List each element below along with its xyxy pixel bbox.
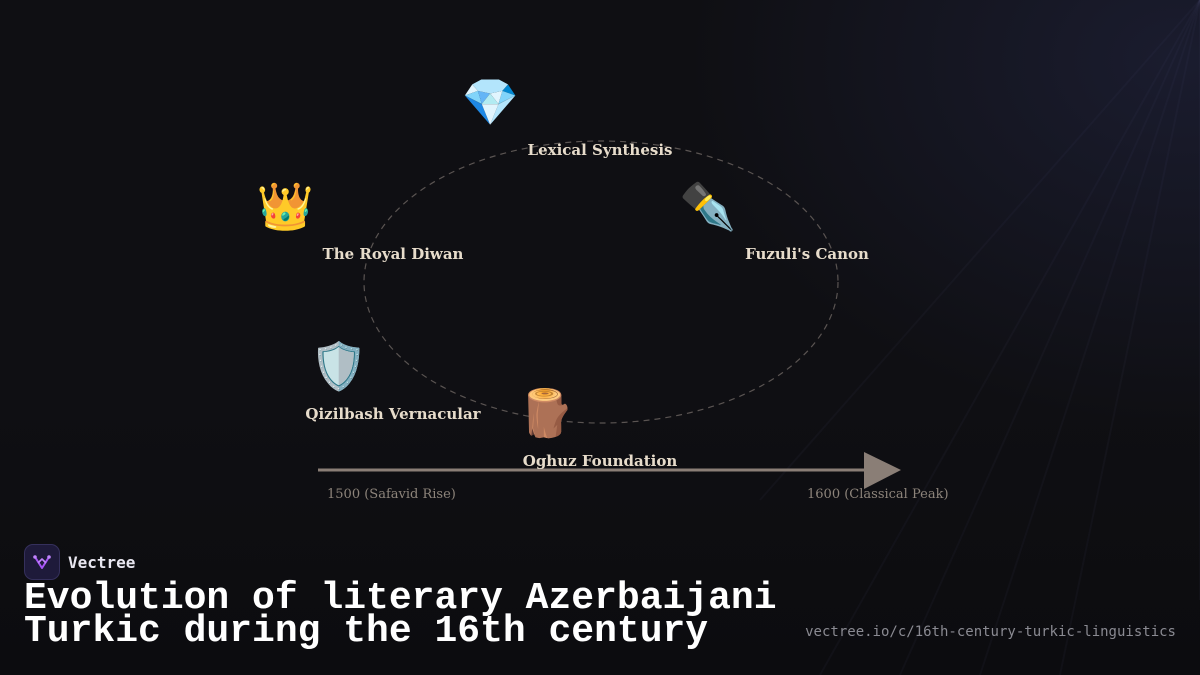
timeline-end-label: 1600 (Classical Peak) — [807, 487, 949, 502]
timeline-start-label: 1500 (Safavid Rise) — [327, 487, 456, 502]
node-label: Fuzuli's Canon — [745, 245, 869, 263]
log-icon: 🪵 — [517, 386, 576, 440]
source-url[interactable]: vectree.io/c/16th-century-turkic-linguis… — [805, 624, 1176, 640]
node-qizilbash-vernacular: 🛡️ Qizilbash Vernacular — [305, 343, 481, 423]
cycle-ring — [363, 140, 839, 424]
node-label: Lexical Synthesis — [527, 141, 673, 159]
node-oghuz-foundation: 🪵 Oghuz Foundation — [518, 390, 678, 470]
brand[interactable]: Vectree — [24, 544, 135, 580]
node-royal-diwan: 👑 The Royal Diwan — [257, 183, 464, 263]
gem-icon: 💎 — [461, 75, 519, 129]
node-label: Oghuz Foundation — [522, 452, 678, 470]
crown-icon: 👑 — [256, 179, 314, 233]
node-label: Qizilbash Vernacular — [305, 405, 481, 423]
node-fuzulis-canon: ✒️ Fuzuli's Canon — [679, 183, 869, 263]
shield-icon: 🛡️ — [310, 339, 368, 393]
page-title: Evolution of literary Azerbaijani Turkic… — [24, 577, 777, 653]
node-label: The Royal Diwan — [322, 245, 464, 263]
brand-name: Vectree — [68, 552, 136, 572]
timeline-arrowhead — [864, 452, 901, 489]
fountain-pen-icon: ✒️ — [679, 179, 737, 233]
vectree-logo-icon — [24, 544, 60, 580]
node-lexical-synthesis: 💎 Lexical Synthesis — [462, 79, 673, 159]
